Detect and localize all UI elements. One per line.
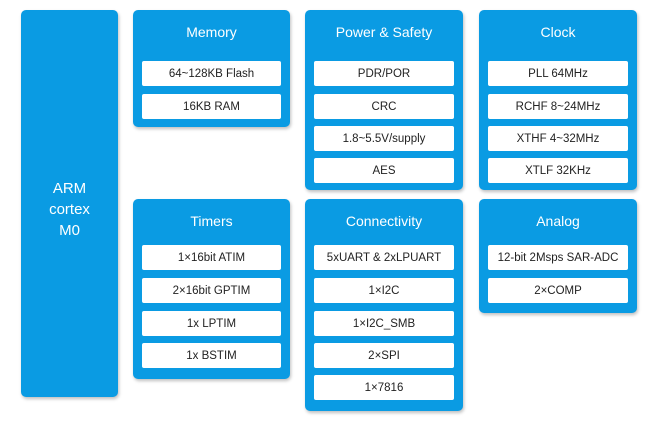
timers-item: 1×16bit ATIM (142, 245, 281, 270)
connectivity-item: 5xUART & 2xLPUART (314, 245, 454, 270)
memory-title: Memory (186, 24, 237, 40)
memory-block: Memory 64~128KB Flash 16KB RAM (133, 10, 290, 127)
connectivity-item: 1×7816 (314, 375, 454, 400)
clock-item: XTLF 32KHz (488, 158, 628, 183)
timers-block: Timers 1×16bit ATIM 2×16bit GPTIM 1x LPT… (133, 199, 290, 379)
memory-item: 16KB RAM (142, 94, 281, 119)
connectivity-item: 1×I2C_SMB (314, 311, 454, 336)
power-safety-block: Power & Safety PDR/POR CRC 1.8~5.5V/supp… (305, 10, 463, 190)
connectivity-title: Connectivity (345, 213, 423, 229)
connectivity-item: 2×SPI (314, 343, 454, 368)
power-safety-title: Power & Safety (335, 24, 433, 40)
timers-item: 1x LPTIM (142, 311, 281, 336)
timers-item: 2×16bit GPTIM (142, 278, 281, 303)
cpu-label-line-1: ARM (52, 180, 87, 197)
cpu-label-line-3: M0 (59, 222, 80, 239)
cpu-label: ARM cortex M0 (21, 178, 118, 241)
power-safety-item: AES (314, 158, 454, 183)
power-safety-item: PDR/POR (314, 61, 454, 86)
analog-item: 12-bit 2Msps SAR-ADC (488, 245, 628, 270)
analog-item: 2×COMP (488, 278, 628, 303)
clock-item: XTHF 4~32MHz (488, 126, 628, 151)
clock-item: RCHF 8~24MHz (488, 94, 628, 119)
analog-title: Analog (536, 213, 580, 229)
clock-block: Clock PLL 64MHz RCHF 8~24MHz XTHF 4~32MH… (479, 10, 637, 190)
connectivity-item: 1×I2C (314, 278, 454, 303)
timers-title: Timers (190, 213, 233, 229)
analog-block: Analog 12-bit 2Msps SAR-ADC 2×COMP (479, 199, 637, 313)
clock-item: PLL 64MHz (488, 61, 628, 86)
memory-item: 64~128KB Flash (142, 61, 281, 86)
power-safety-item: CRC (314, 94, 454, 119)
connectivity-block: Connectivity 5xUART & 2xLPUART 1×I2C 1×I… (305, 199, 463, 411)
cpu-block: ARM cortex M0 (21, 10, 118, 397)
timers-item: 1x BSTIM (142, 343, 281, 368)
cpu-label-line-2: cortex (49, 201, 90, 218)
power-safety-item: 1.8~5.5V/supply (314, 126, 454, 151)
clock-title: Clock (540, 24, 576, 40)
